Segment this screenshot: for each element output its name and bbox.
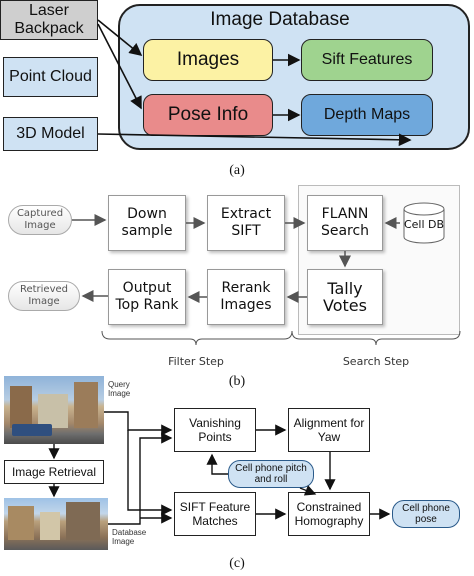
query-image-label: Query Image — [108, 380, 131, 398]
caption-b: (b) — [228, 374, 246, 389]
box-tally-votes: Tally Votes — [307, 269, 383, 325]
search-step-label: Search Step — [342, 354, 410, 368]
filter-step-label: Filter Step — [168, 354, 224, 368]
part-b: Captured Image Down sample Extract SIFT … — [0, 185, 474, 395]
source-point-cloud: Point Cloud — [3, 57, 98, 97]
part-c-arrows — [48, 411, 391, 525]
arrow-backpack-pose — [97, 23, 142, 110]
box-rerank-images: Rerank Images — [207, 269, 285, 325]
pill-pitch-roll: Cell phone pitch and roll — [228, 460, 314, 488]
node-depth-maps: Depth Maps — [301, 94, 433, 136]
arrow-model-depth — [97, 133, 412, 147]
box-constrained-homography: Constrained Homography — [288, 492, 370, 536]
query-image-photo — [4, 376, 104, 444]
box-flann-search: FLANN Search — [307, 195, 383, 251]
source-3d-model: 3D Model — [3, 117, 98, 151]
part-a-arrows — [97, 19, 412, 147]
arrow-backpack-images — [97, 19, 143, 57]
source-laser-backpack: Laser Backpack — [0, 0, 98, 40]
retrieved-image-pill: Retrieved Image — [8, 281, 80, 311]
cell-db-cylinder — [400, 201, 448, 245]
box-vanishing-points: Vanishing Points — [174, 408, 256, 452]
node-pose-info: Pose Info — [143, 94, 273, 136]
captured-image-pill: Captured Image — [8, 205, 72, 235]
part-a: Image Database Laser Backpack Point Clou… — [0, 0, 474, 185]
box-down-sample: Down sample — [108, 195, 186, 251]
caption-c: (c) — [229, 556, 245, 571]
image-retrieval-box: Image Retrieval — [4, 460, 104, 484]
cell-db-label: Cell DB — [403, 217, 445, 231]
box-output-top-rank: Output Top Rank — [108, 269, 186, 325]
part-b-arrows — [72, 214, 461, 346]
database-icon — [403, 202, 445, 244]
node-images: Images — [143, 39, 273, 81]
image-database-title: Image Database — [210, 9, 350, 30]
box-sift-matches: SIFT Feature Matches — [174, 492, 256, 536]
part-c: Query Image Image Retrieval Database Ima… — [0, 372, 474, 576]
box-alignment-yaw: Alignment for Yaw — [288, 408, 370, 452]
database-image-label: Database Image — [112, 528, 147, 546]
database-image-photo — [4, 498, 108, 550]
node-sift-features: Sift Features — [301, 39, 433, 81]
pill-cell-phone-pose: Cell phone pose — [392, 500, 460, 528]
box-extract-sift: Extract SIFT — [207, 195, 285, 251]
caption-a: (a) — [229, 163, 245, 178]
